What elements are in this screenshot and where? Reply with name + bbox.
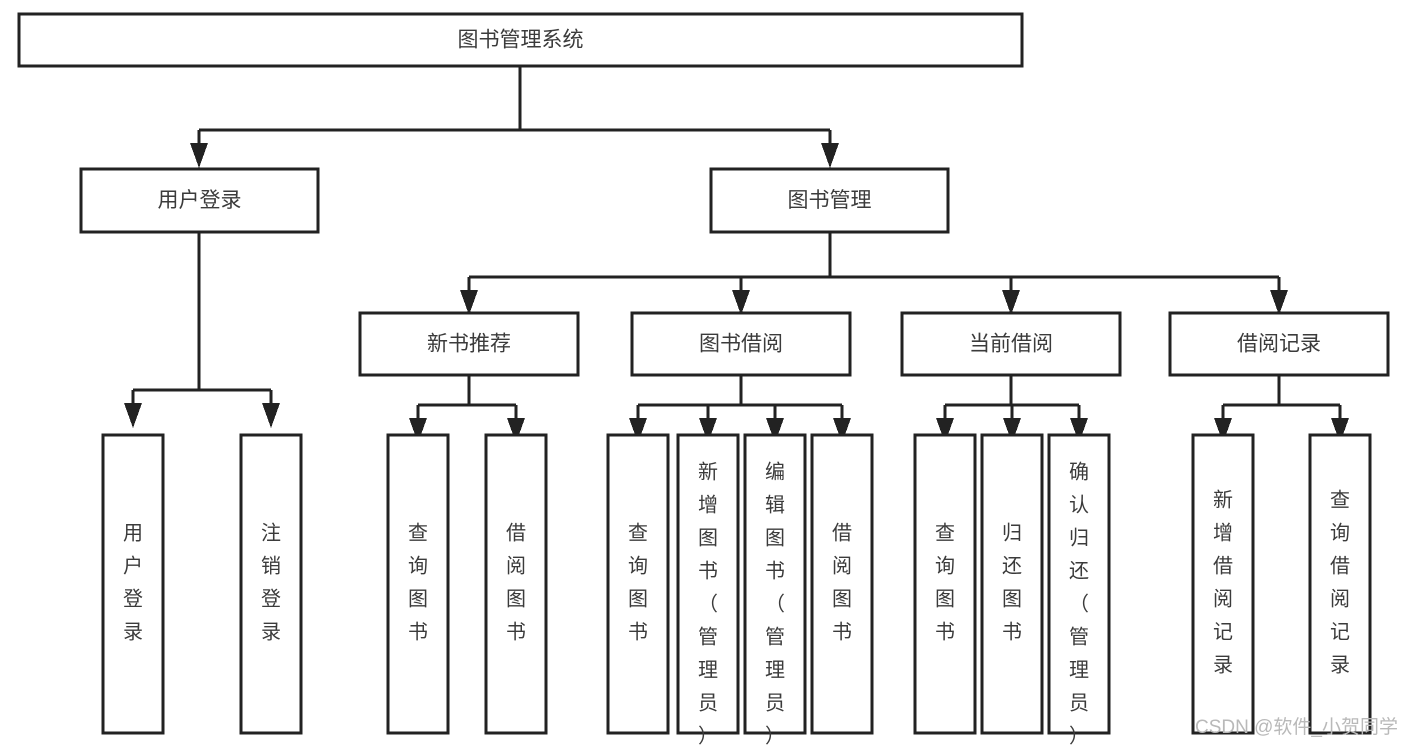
connector-book-manage-to-level3: [460, 232, 1288, 315]
connector-book-borrow-to-leaves: [629, 375, 851, 443]
connector-root-to-level2: [190, 66, 839, 168]
node-box-l3_0[interactable]: [358, 311, 580, 377]
node-leaf_current_0[interactable]: 查询图书: [913, 433, 977, 735]
node-label-leaf_record_1: 查询借阅记录: [1330, 489, 1350, 677]
node-leaf_new_1[interactable]: 借阅图书: [484, 433, 548, 735]
node-label-leaf_record_0: 新增借阅记录: [1213, 489, 1233, 677]
node-box-leaf_record_0[interactable]: [1191, 433, 1255, 735]
node-label-leaf_login_1: 注销登录: [261, 522, 281, 644]
node-l3_1[interactable]: 图书借阅: [630, 311, 852, 377]
node-label-l2_0: 用户登录: [158, 189, 242, 212]
connector-borrow-record-to-leaves: [1214, 375, 1349, 443]
node-label-l3_3: 借阅记录: [1237, 333, 1321, 356]
connector-current-borrow-to-leaves: [936, 375, 1088, 443]
node-box-leaf_login_1[interactable]: [239, 433, 303, 735]
node-box-l3_3[interactable]: [1168, 311, 1390, 377]
connector-new-book-to-leaves: [409, 375, 525, 443]
node-leaf_borrow_1[interactable]: 新增图书（管理员）: [676, 433, 740, 747]
node-box-leaf_login_0[interactable]: [101, 433, 165, 735]
node-box-leaf_borrow_3[interactable]: [810, 433, 874, 735]
node-label-leaf_current_1: 归还图书: [1002, 522, 1022, 644]
node-leaf_record_0[interactable]: 新增借阅记录: [1191, 433, 1255, 735]
node-box-l2_1[interactable]: [709, 167, 950, 234]
node-label-leaf_borrow_3: 借阅图书: [832, 522, 852, 644]
node-box-leaf_borrow_0[interactable]: [606, 433, 670, 735]
node-l2_0[interactable]: 用户登录: [79, 167, 320, 234]
node-leaf_new_0[interactable]: 查询图书: [386, 433, 450, 735]
node-leaf_borrow_0[interactable]: 查询图书: [606, 433, 670, 735]
node-box-leaf_new_1[interactable]: [484, 433, 548, 735]
node-label-leaf_login_0: 用户登录: [123, 523, 143, 644]
node-l2_1[interactable]: 图书管理: [709, 167, 950, 234]
node-label-leaf_current_0: 查询图书: [935, 522, 955, 644]
node-box-leaf_borrow_1[interactable]: [676, 433, 740, 735]
node-label-l3_0: 新书推荐: [427, 333, 511, 356]
node-box-leaf_current_0[interactable]: [913, 433, 977, 735]
node-root[interactable]: 图书管理系统: [17, 12, 1024, 68]
node-box-root[interactable]: [17, 12, 1024, 68]
node-leaf_record_1[interactable]: 查询借阅记录: [1308, 433, 1372, 735]
node-label-leaf_borrow_2: 编辑图书（管理员）: [765, 461, 785, 747]
node-label-l3_2: 当前借阅: [969, 333, 1053, 356]
node-l3_2[interactable]: 当前借阅: [900, 311, 1122, 377]
node-label-leaf_new_1: 借阅图书: [506, 522, 526, 644]
node-box-leaf_current_1[interactable]: [980, 433, 1044, 735]
node-box-l3_1[interactable]: [630, 311, 852, 377]
node-box-l2_0[interactable]: [79, 167, 320, 234]
node-label-l2_1: 图书管理: [788, 189, 872, 212]
node-label-root: 图书管理系统: [458, 29, 584, 52]
node-box-leaf_record_1[interactable]: [1308, 433, 1372, 735]
node-leaf_current_1[interactable]: 归还图书: [980, 433, 1044, 735]
node-label-leaf_borrow_1: 新增图书（管理员）: [698, 461, 718, 747]
connector-layer: [124, 66, 1349, 443]
node-leaf_current_2[interactable]: 确认归还（管理员）: [1047, 433, 1111, 747]
node-l3_0[interactable]: 新书推荐: [358, 311, 580, 377]
node-layer: 图书管理系统用户登录图书管理新书推荐图书借阅当前借阅借阅记录用户登录注销登录查询…: [17, 12, 1390, 747]
node-l3_3[interactable]: 借阅记录: [1168, 311, 1390, 377]
node-box-leaf_current_2[interactable]: [1047, 433, 1111, 735]
node-label-l3_1: 图书借阅: [699, 333, 783, 356]
node-label-leaf_new_0: 查询图书: [408, 522, 428, 644]
node-leaf_login_0[interactable]: 用户登录: [101, 433, 165, 735]
node-box-l3_2[interactable]: [900, 311, 1122, 377]
node-leaf_borrow_2[interactable]: 编辑图书（管理员）: [743, 433, 807, 747]
node-label-leaf_current_2: 确认归还（管理员）: [1069, 461, 1089, 747]
node-leaf_login_1[interactable]: 注销登录: [239, 433, 303, 735]
node-leaf_borrow_3[interactable]: 借阅图书: [810, 433, 874, 735]
node-box-leaf_borrow_2[interactable]: [743, 433, 807, 735]
node-box-leaf_new_0[interactable]: [386, 433, 450, 735]
csdn-watermark: CSDN @软件_小贺同学: [1195, 716, 1398, 738]
connector-user-login-to-leaves: [124, 232, 280, 428]
node-label-leaf_borrow_0: 查询图书: [628, 522, 648, 644]
